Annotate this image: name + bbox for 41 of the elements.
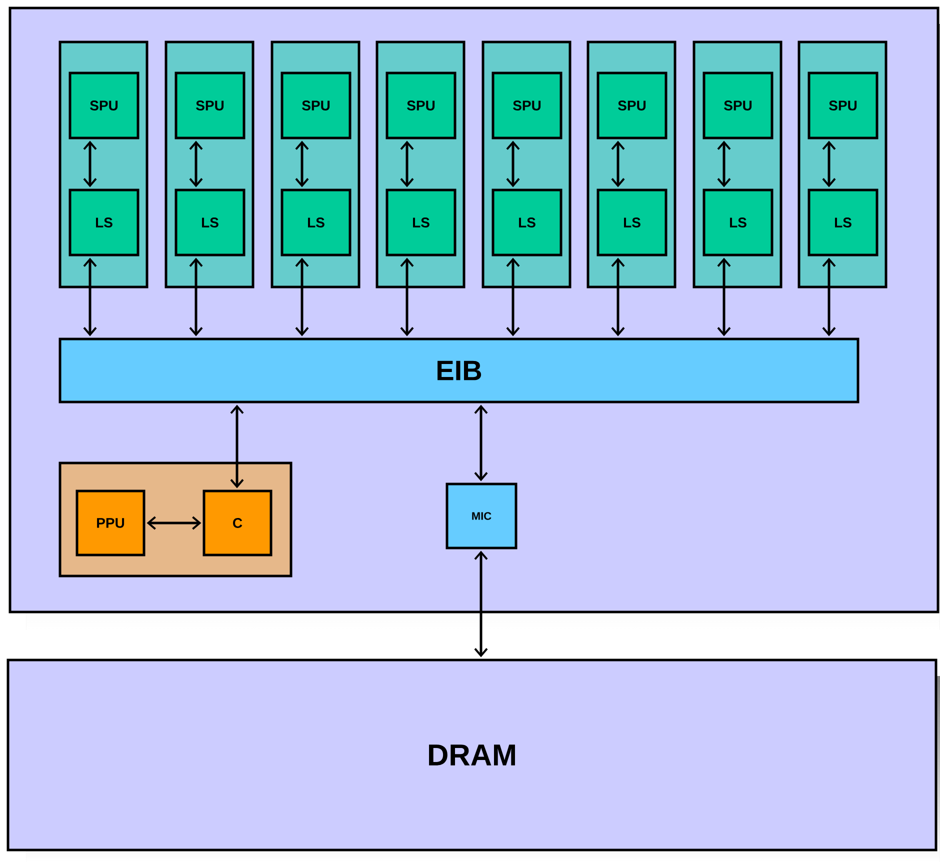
arrow (83, 258, 97, 336)
arrow (83, 140, 97, 188)
bus-bar: EIB (58, 338, 860, 404)
unit-box: PPU (76, 490, 146, 556)
arrow (230, 404, 244, 488)
unit-box: SPU (68, 72, 140, 140)
arrow (611, 140, 625, 188)
unit-box: SPU (386, 72, 456, 140)
unit-box: SPU (596, 72, 668, 140)
arrow (506, 258, 520, 336)
controller-box: MIC (446, 482, 518, 550)
arrow (474, 550, 488, 658)
arrow (717, 140, 731, 188)
unit-box: LS (808, 188, 878, 256)
arrow (295, 140, 309, 188)
unit-box: LS (174, 188, 246, 256)
unit-box: SPU (702, 72, 774, 140)
unit-box: LS (68, 188, 140, 256)
unit-box: LS (492, 188, 562, 256)
arrow (506, 140, 520, 188)
unit-box: SPU (492, 72, 562, 140)
unit-box: LS (702, 188, 774, 256)
unit-box: SPU (280, 72, 352, 140)
arrow (400, 258, 414, 336)
arrow (146, 516, 202, 530)
unit-box: SPU (808, 72, 878, 140)
arrow (474, 404, 488, 482)
arrow (295, 258, 309, 336)
memory-box: DRAM (6, 658, 938, 852)
unit-box: LS (386, 188, 456, 256)
arrow (611, 258, 625, 336)
arrow (189, 258, 203, 336)
arrow (189, 140, 203, 188)
unit-box: LS (596, 188, 668, 256)
unit-box: C (202, 490, 272, 556)
arrow (822, 140, 836, 188)
arrow (400, 140, 414, 188)
unit-box: LS (280, 188, 352, 256)
arrow (822, 258, 836, 336)
unit-box: SPU (174, 72, 246, 140)
arrow (717, 258, 731, 336)
